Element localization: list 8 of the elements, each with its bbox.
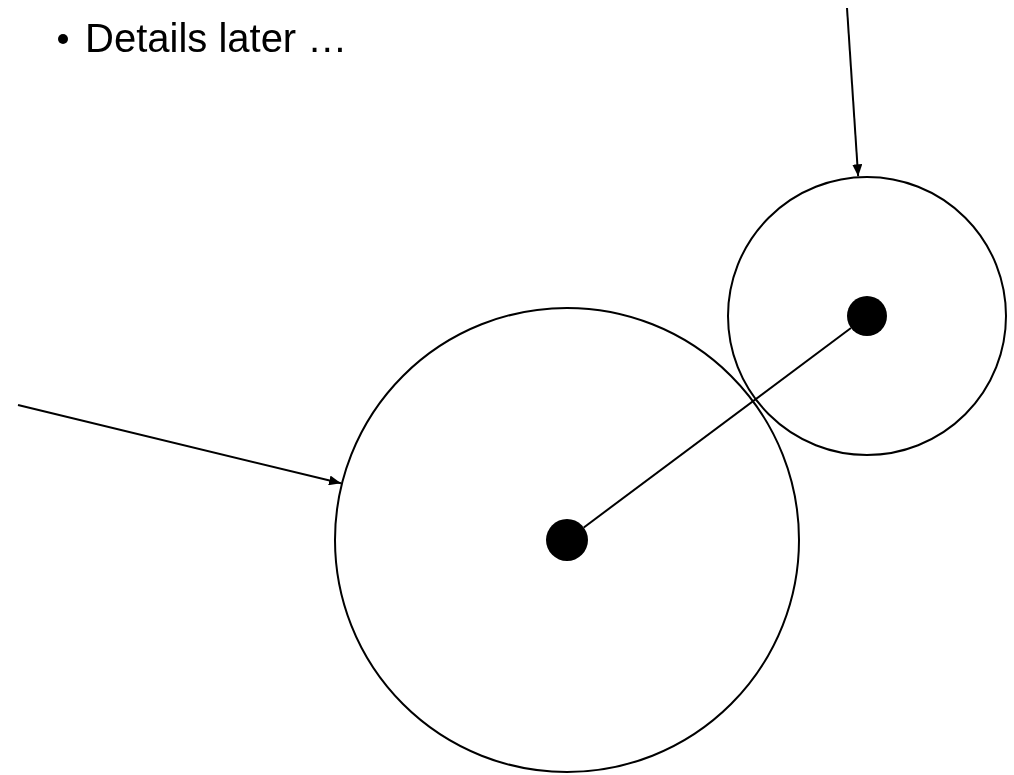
arrow (846, 7, 863, 178)
center-dot (847, 296, 887, 336)
circle-outline (727, 176, 1007, 456)
arrow (17, 404, 342, 486)
bullet-text: Details later … (85, 16, 348, 60)
circle-outline (334, 307, 800, 773)
center-dot (546, 519, 588, 561)
connector-line (582, 326, 852, 529)
